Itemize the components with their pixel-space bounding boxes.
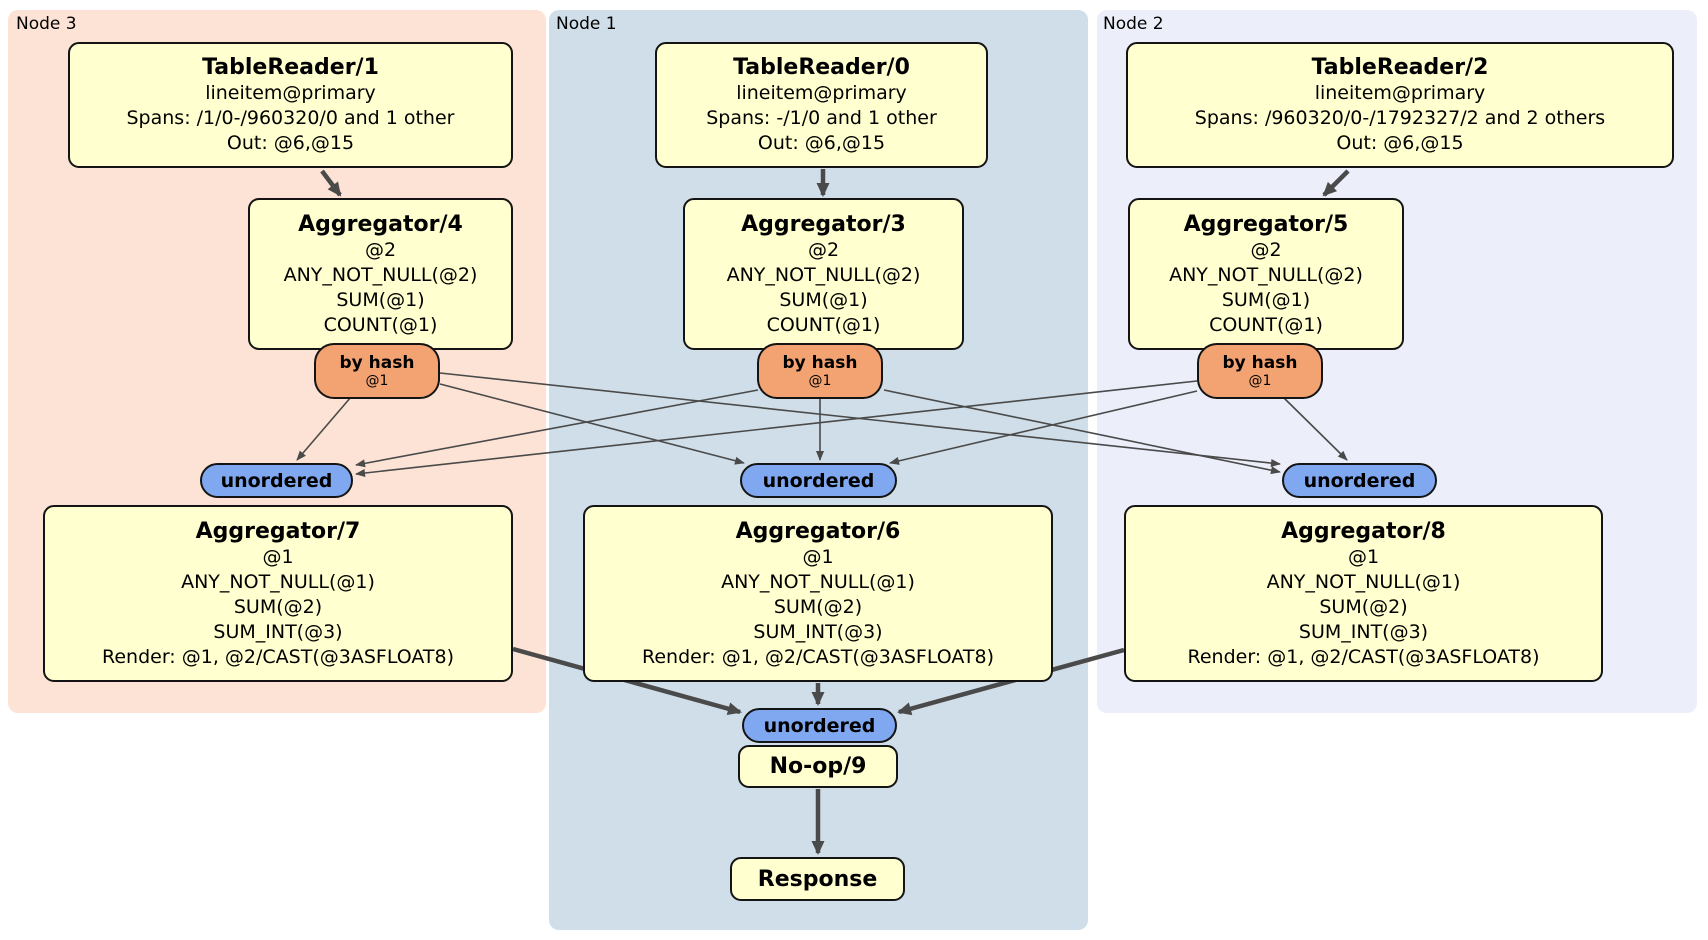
processor-title: Aggregator/7: [195, 518, 361, 544]
router-type-label: by hash: [339, 352, 415, 373]
processor-title: TableReader/0: [733, 55, 910, 80]
processor-detail-line: Spans: /960320/0-/1792327/2 and 2 others: [1194, 107, 1606, 129]
region-label-node1: Node 1: [556, 14, 617, 34]
processor-detail-line: COUNT(@1): [1209, 313, 1323, 336]
edge-arrow: [355, 389, 759, 468]
router-key-label: @1: [365, 372, 389, 389]
processor-title: Aggregator/3: [741, 211, 906, 237]
processor-noop-9: No-op/9: [738, 745, 898, 788]
processor-detail-line: Out: @6,@15: [1336, 132, 1464, 154]
edge-arrow: [1322, 169, 1350, 197]
edge-arrow: [296, 396, 352, 461]
sync-unordered-node1: unordered: [740, 463, 897, 498]
processor-detail-line: ANY_NOT_NULL(@2): [1169, 263, 1363, 286]
processor-title: Aggregator/6: [735, 518, 901, 544]
processor-detail-line: SUM_INT(@3): [213, 620, 343, 643]
router-type-label: by hash: [1222, 352, 1298, 373]
processor-detail-line: @1: [1347, 545, 1380, 568]
processor-aggregator-5: Aggregator/5 @2 ANY_NOT_NULL(@2) SUM(@1)…: [1128, 198, 1404, 350]
processor-title: No-op/9: [769, 754, 867, 779]
edge-arrow: [889, 390, 1198, 465]
processor-response: Response: [730, 857, 905, 901]
processor-detail-line: Out: @6,@15: [757, 132, 886, 154]
processor-detail-line: SUM(@2): [773, 595, 863, 618]
router-by-hash-node2: by hash @1: [1197, 343, 1323, 399]
processor-detail-line: lineitem@primary: [736, 82, 907, 104]
processor-detail-line: Spans: /1/0-/960320/0 and 1 other: [126, 107, 455, 129]
processor-detail-line: Render: @1, @2/CAST(@3ASFLOAT8): [642, 645, 994, 668]
processor-detail-line: Render: @1, @2/CAST(@3ASFLOAT8): [1187, 645, 1540, 668]
processor-detail-line: COUNT(@1): [323, 313, 438, 336]
processor-aggregator-8: Aggregator/8 @1 ANY_NOT_NULL(@1) SUM(@2)…: [1124, 505, 1603, 682]
region-label-node2: Node 2: [1103, 14, 1164, 34]
sync-unordered-node2: unordered: [1282, 463, 1437, 498]
processor-tablereader-0: TableReader/0 lineitem@primary Spans: -/…: [655, 42, 988, 168]
processor-aggregator-3: Aggregator/3 @2 ANY_NOT_NULL(@2) SUM(@1)…: [683, 198, 964, 350]
processor-detail-line: SUM_INT(@3): [753, 620, 883, 643]
processor-title: Aggregator/8: [1281, 518, 1446, 544]
processor-aggregator-4: Aggregator/4 @2 ANY_NOT_NULL(@2) SUM(@1)…: [248, 198, 513, 350]
processor-detail-line: SUM(@2): [233, 595, 323, 618]
router-key-label: @1: [808, 372, 832, 389]
processor-detail-line: lineitem@primary: [1314, 82, 1486, 104]
edge-arrow: [355, 380, 1198, 477]
router-type-label: by hash: [782, 352, 858, 373]
processor-title: TableReader/1: [202, 55, 379, 80]
processor-title: Aggregator/4: [298, 211, 463, 237]
processor-detail-line: Render: @1, @2/CAST(@3ASFLOAT8): [102, 645, 454, 668]
processor-detail-line: ANY_NOT_NULL(@2): [283, 263, 478, 286]
processor-detail-line: @1: [802, 545, 834, 568]
edge-arrow: [883, 389, 1281, 475]
processor-detail-line: ANY_NOT_NULL(@2): [726, 263, 921, 286]
processor-detail-line: COUNT(@1): [766, 313, 881, 336]
processor-detail-line: SUM(@1): [1221, 288, 1311, 311]
sync-unordered-node3: unordered: [200, 463, 353, 498]
sync-unordered-final: unordered: [742, 708, 897, 743]
processor-tablereader-2: TableReader/2 lineitem@primary Spans: /9…: [1126, 42, 1674, 168]
edge-arrow: [320, 169, 342, 197]
router-key-label: @1: [1248, 372, 1272, 389]
processor-detail-line: SUM(@1): [336, 288, 425, 311]
processor-detail-line: SUM_INT(@3): [1298, 620, 1429, 643]
processor-detail-line: @2: [1250, 238, 1282, 261]
processor-detail-line: lineitem@primary: [205, 82, 376, 104]
processor-detail-line: SUM(@2): [1319, 595, 1408, 618]
edge-arrow: [1283, 397, 1348, 461]
processor-detail-line: ANY_NOT_NULL(@1): [181, 570, 375, 593]
edge-arrow: [439, 383, 745, 465]
processor-aggregator-7: Aggregator/7 @1 ANY_NOT_NULL(@1) SUM(@2)…: [43, 505, 513, 682]
processor-detail-line: Out: @6,@15: [226, 132, 355, 154]
region-label-node3: Node 3: [16, 14, 77, 34]
processor-title: Aggregator/5: [1183, 211, 1349, 237]
processor-detail-line: SUM(@1): [779, 288, 868, 311]
processor-detail-line: Spans: -/1/0 and 1 other: [706, 107, 937, 129]
processor-detail-line: @1: [262, 545, 294, 568]
processor-aggregator-6: Aggregator/6 @1 ANY_NOT_NULL(@1) SUM(@2)…: [583, 505, 1053, 682]
processor-detail-line: @2: [364, 238, 397, 261]
router-by-hash-node1: by hash @1: [757, 343, 883, 399]
router-by-hash-node3: by hash @1: [314, 343, 440, 399]
processor-title: TableReader/2: [1311, 55, 1489, 80]
processor-title: Response: [757, 866, 878, 892]
processor-detail-line: @2: [807, 238, 840, 261]
processor-detail-line: ANY_NOT_NULL(@1): [1266, 570, 1461, 593]
processor-tablereader-1: TableReader/1 lineitem@primary Spans: /1…: [68, 42, 513, 168]
processor-detail-line: ANY_NOT_NULL(@1): [721, 570, 915, 593]
